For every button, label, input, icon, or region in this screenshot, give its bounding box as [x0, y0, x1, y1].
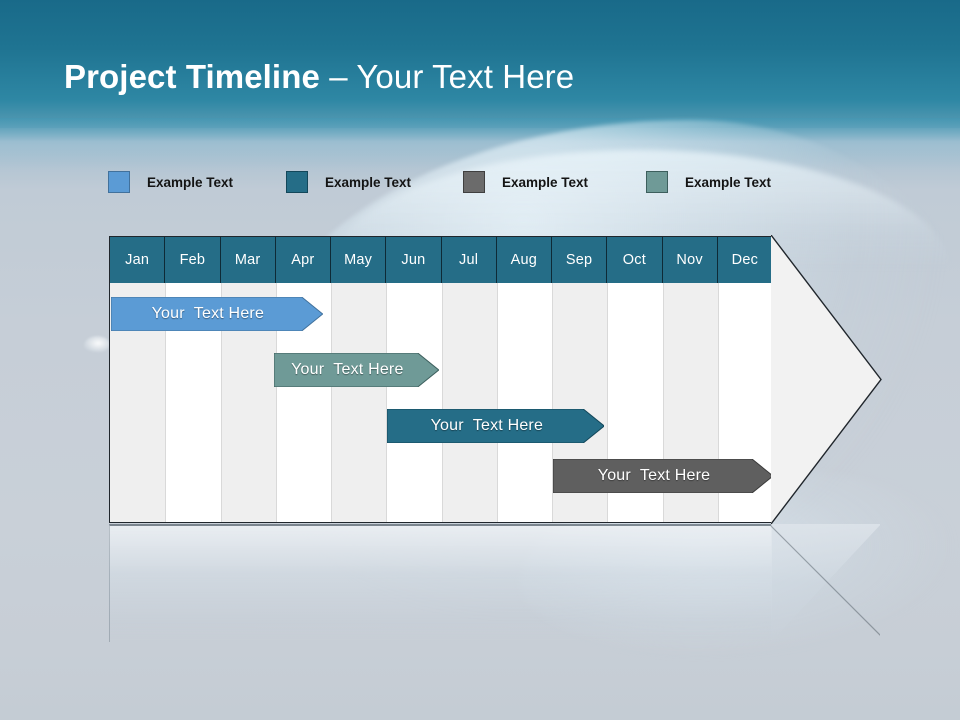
legend-item[interactable]: Example Text [108, 168, 233, 196]
background-header-band [0, 0, 960, 128]
month-label: Jun [401, 252, 426, 268]
column-divider [552, 283, 553, 522]
title-light: Your Text Here [356, 58, 575, 95]
legend-item[interactable]: Example Text [646, 168, 771, 196]
month-label: Aug [510, 252, 538, 268]
month-header-aug[interactable]: Aug [496, 237, 552, 283]
timeline-arrow-head [771, 235, 881, 524]
task-bar[interactable]: Your Text Here [552, 458, 771, 494]
month-header-may[interactable]: May [331, 237, 387, 283]
month-column [165, 237, 221, 522]
legend-label: Example Text [325, 174, 412, 190]
legend-swatch-icon [108, 171, 130, 193]
column-divider [331, 283, 332, 522]
page-title: Project Timeline – Your Text Here [64, 58, 574, 96]
month-header-jul[interactable]: Jul [441, 237, 497, 283]
month-label: Nov [676, 252, 703, 268]
column-divider [386, 283, 388, 522]
month-label: Apr [291, 252, 315, 268]
task-bar-arrow-shape [552, 458, 771, 494]
title-separator: – [319, 58, 357, 95]
month-column [441, 237, 497, 522]
task-bar-label: Your Text Here [151, 305, 265, 322]
task-bar[interactable]: Your Text Here [273, 352, 440, 388]
month-label: Dec [731, 252, 759, 268]
legend-label: Example Text [685, 174, 772, 190]
month-label: Mar [234, 252, 261, 268]
task-bar-label: Your Text Here [291, 361, 404, 378]
month-label: Jul [459, 252, 479, 268]
month-label: Jan [125, 252, 150, 268]
month-header-oct[interactable]: Oct [607, 237, 663, 283]
column-divider [275, 283, 277, 522]
month-header-feb[interactable]: Feb [165, 237, 221, 283]
month-header-jun[interactable]: Jun [386, 237, 442, 283]
legend-label: Example Text [502, 174, 589, 190]
month-header-jan[interactable]: Jan [110, 237, 166, 283]
title-strong: Project Timeline [64, 58, 320, 95]
month-column [220, 237, 276, 522]
column-divider [496, 283, 498, 522]
month-label: Feb [179, 252, 206, 268]
column-divider [717, 283, 719, 522]
month-header-mar[interactable]: Mar [220, 237, 276, 283]
legend-label: Example Text [147, 174, 234, 190]
legend-item[interactable]: Example Text [286, 168, 411, 196]
task-bar[interactable]: Your Text Here [110, 296, 324, 332]
legend-swatch-icon [646, 171, 668, 193]
month-header-sep[interactable]: Sep [552, 237, 608, 283]
task-bar-label: Your Text Here [597, 467, 711, 484]
task-bar-label: Your Text Here [430, 417, 544, 434]
legend: Example Text Example Text Example Text Exam… [108, 168, 828, 196]
task-bar-arrow-shape [386, 408, 606, 444]
background-light-speck [84, 336, 110, 352]
month-header-nov[interactable]: Nov [662, 237, 718, 283]
month-column [496, 237, 552, 522]
column-divider [441, 283, 443, 522]
legend-swatch-icon [463, 171, 485, 193]
task-bar[interactable]: Your Text Here [386, 408, 606, 444]
timeline-grid: Jan Feb Mar Apr May Jun Jul Aug Sep Oct Nov Dec You… [109, 236, 772, 523]
background-header-fade [0, 118, 960, 170]
month-column [110, 237, 166, 522]
month-header-dec[interactable]: Dec [717, 237, 771, 283]
legend-swatch-icon [286, 171, 308, 193]
month-header-apr[interactable]: Apr [275, 237, 331, 283]
month-label: May [344, 252, 373, 268]
legend-item[interactable]: Example Text [463, 168, 588, 196]
task-bar-arrow-shape [110, 296, 324, 332]
column-divider [220, 283, 222, 522]
month-label: Oct [622, 252, 646, 268]
month-label: Sep [565, 252, 593, 268]
task-bar-arrow-shape [273, 352, 440, 388]
column-divider [165, 283, 167, 522]
column-divider [662, 283, 664, 522]
timeline-chart: Jan Feb Mar Apr May Jun Jul Aug Sep Oct Nov Dec You… [109, 235, 882, 524]
column-divider [607, 283, 609, 522]
